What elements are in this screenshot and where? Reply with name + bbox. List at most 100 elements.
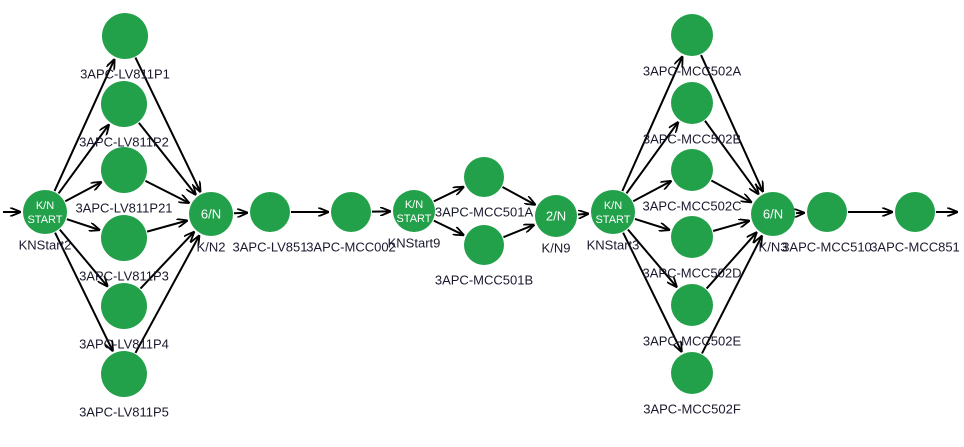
node-caption-mcc502b: 3APC-MCC502B — [643, 131, 741, 146]
edge-knstart2-to-lv811p1 — [53, 60, 115, 192]
node-lv851[interactable] — [250, 192, 290, 232]
node-circle-mcc502b[interactable] — [671, 82, 713, 124]
node-lv811p3[interactable] — [101, 215, 147, 261]
node-circle-lv851[interactable] — [250, 192, 290, 232]
node-circle-kn3[interactable] — [751, 192, 795, 236]
node-mcc501b[interactable] — [464, 225, 504, 265]
node-caption-knstart9: KNStart9 — [388, 235, 441, 250]
node-circle-mcc502a[interactable] — [671, 14, 713, 56]
node-caption-kn3: K/N3 — [759, 239, 788, 254]
node-lv811p4[interactable] — [101, 283, 147, 329]
node-caption-lv851: 3APC-LV851 — [233, 239, 308, 254]
node-caption-knstart3: KNStart3 — [587, 237, 640, 252]
node-caption-mcc851: 3APC-MCC851 — [870, 239, 960, 254]
node-caption-lv811p4: 3APC-LV811P4 — [79, 336, 169, 351]
node-caption-mcc502d: 3APC-MCC502D — [643, 265, 742, 280]
node-mcc502e[interactable] — [671, 284, 713, 326]
node-circle-mcc502c[interactable] — [671, 149, 713, 191]
node-mcc502f[interactable] — [671, 352, 713, 394]
node-circle-mcc002[interactable] — [331, 192, 371, 232]
node-caption-mcc502a: 3APC-MCC502A — [643, 63, 742, 78]
edge-lv811p3-to-kn2 — [146, 221, 187, 233]
edge-lv811p2-to-kn2 — [138, 122, 196, 195]
edge-lv811p4-to-kn2 — [139, 232, 193, 290]
node-caption-mcc502e: 3APC-MCC502E — [643, 333, 742, 348]
node-kn9[interactable]: 2/N — [535, 195, 577, 237]
edge-knstart2-to-lv811p3 — [66, 218, 99, 230]
node-mcc002[interactable] — [331, 192, 371, 232]
node-caption-mcc501a: 3APC-MCC501A — [435, 204, 534, 219]
node-lv811p1[interactable] — [102, 13, 148, 59]
node-caption-knstart2: KNStart2 — [19, 237, 72, 252]
edge-knstart2-to-lv811p4 — [59, 228, 107, 286]
edge-mcc502c-to-kn3 — [710, 179, 751, 203]
node-mcc502c[interactable] — [671, 149, 713, 191]
edge-layer — [3, 55, 957, 353]
node-circle-knstart9[interactable] — [393, 190, 435, 232]
node-lv811p5[interactable] — [101, 351, 147, 397]
node-circle-lv811p21[interactable] — [101, 147, 147, 193]
node-circle-mcc501a[interactable] — [464, 157, 504, 197]
node-circle-mcc502d[interactable] — [671, 216, 713, 258]
node-circle-lv811p4[interactable] — [101, 283, 147, 329]
node-circle-lv811p5[interactable] — [101, 351, 147, 397]
edge-mcc502d-to-kn3 — [712, 221, 749, 232]
node-circle-mcc502e[interactable] — [671, 284, 713, 326]
node-mcc851[interactable] — [895, 192, 935, 232]
node-circle-lv811p1[interactable] — [102, 13, 148, 59]
node-caption-mcc002: 3APC-MCC002 — [306, 239, 396, 254]
node-circle-knstart2[interactable] — [23, 190, 67, 234]
node-circle-lv811p2[interactable] — [101, 81, 147, 127]
edge-mcc502f-to-kn3 — [701, 236, 762, 354]
node-caption-lv811p21: 3APC-LV811P21 — [75, 200, 172, 215]
node-kn3[interactable]: 6/N — [751, 192, 795, 236]
node-caption-mcc510: 3APC-MCC510 — [782, 239, 872, 254]
node-lv811p2[interactable] — [101, 81, 147, 127]
node-caption-kn2: K/N2 — [197, 239, 226, 254]
node-caption-lv811p5: 3APC-LV811P5 — [79, 404, 169, 419]
edge-knstart3-to-mcc502b — [625, 122, 677, 194]
edge-knstart9-to-mcc501b — [433, 219, 464, 235]
node-caption-kn9: K/N9 — [542, 240, 571, 255]
node-caption-mcc502c: 3APC-MCC502C — [643, 198, 742, 213]
edge-knstart3-to-mcc502c — [632, 181, 671, 203]
node-mcc502a[interactable] — [671, 14, 713, 56]
node-mcc502b[interactable] — [671, 82, 713, 124]
node-mcc502d[interactable] — [671, 216, 713, 258]
node-circle-kn9[interactable] — [535, 195, 577, 237]
edge-mcc502e-to-kn3 — [705, 233, 757, 290]
edge-knstart2-to-lv811p5 — [54, 232, 113, 351]
node-caption-mcc502f: 3APC-MCC502F — [643, 401, 741, 416]
node-mcc510[interactable] — [807, 192, 847, 232]
edge-kn9-to-knstart3 — [578, 214, 588, 215]
edge-mcc501b-to-kn9 — [503, 225, 533, 239]
edge-lv811p1-to-kn2 — [134, 57, 200, 192]
node-circle-mcc851[interactable] — [895, 192, 935, 232]
node-circle-lv811p3[interactable] — [101, 215, 147, 261]
edge-lv811p21-to-kn2 — [144, 179, 188, 203]
node-lv811p21[interactable] — [101, 147, 147, 193]
node-circle-mcc501b[interactable] — [464, 225, 504, 265]
node-circle-mcc510[interactable] — [807, 192, 847, 232]
node-circle-mcc502f[interactable] — [671, 352, 713, 394]
edge-mcc502b-to-kn3 — [704, 120, 758, 194]
edge-knstart3-to-mcc502a — [621, 57, 682, 192]
node-circle-knstart3[interactable] — [591, 190, 635, 234]
node-kn2[interactable]: 6/N — [189, 192, 233, 236]
edge-knstart3-to-mcc502d — [634, 217, 669, 230]
node-caption-lv811p2: 3APC-LV811P2 — [79, 134, 169, 149]
node-circle-kn2[interactable] — [189, 192, 233, 236]
edge-mcc502a-to-kn3 — [700, 54, 763, 191]
edge-knstart9-to-mcc501a — [433, 187, 464, 203]
caption-layer: KNStart2 3APC-LV811P1 3APC-LV811P2 3APC-LV8… — [19, 63, 960, 419]
node-caption-lv811p1: 3APC-LV811P1 — [80, 66, 170, 81]
edge-knstart2-to-lv811p21 — [64, 182, 101, 203]
node-mcc501a[interactable] — [464, 157, 504, 197]
edge-mcc501a-to-kn9 — [501, 186, 534, 205]
edge-knstart3-to-mcc502e — [627, 228, 677, 287]
